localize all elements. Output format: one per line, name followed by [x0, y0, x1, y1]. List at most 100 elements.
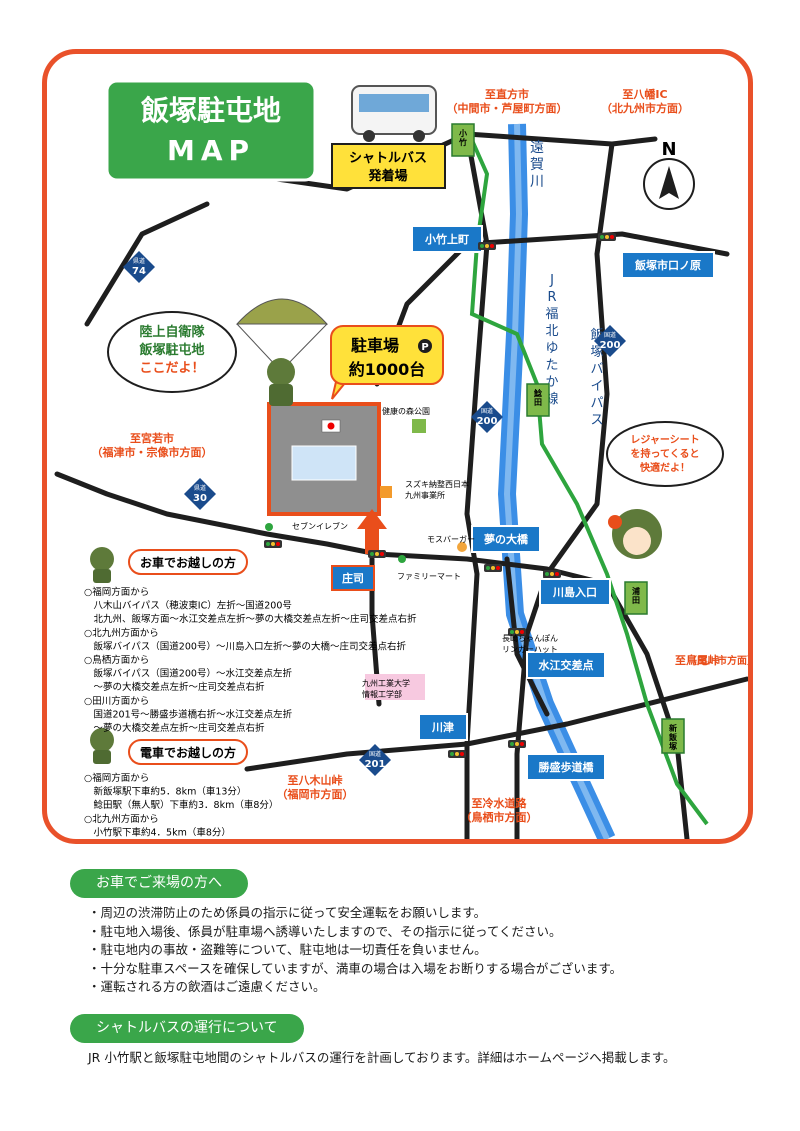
section-heading-car: お車でご来場の方へ [70, 869, 248, 898]
section-heading-shuttle: シャトルバスの運行について [70, 1014, 304, 1043]
place-shomori: 勝盛歩道橋 [526, 753, 606, 781]
dir-nogata-sub: （中間市・芦屋町方面） [447, 101, 568, 115]
place-kawashima-iriguchi: 川島入口 [539, 578, 611, 606]
parking-p-mark: P [421, 342, 428, 353]
traffic-light-icon [508, 628, 526, 636]
svg-text:遠: 遠 [530, 140, 544, 156]
traffic-light-icon [484, 564, 502, 572]
svg-text:ファミリーマート: ファミリーマート [397, 572, 461, 581]
car-note-item: ・周辺の渋滞防止のため係員の指示に従って安全運転をお願いします。 [88, 905, 487, 920]
familymart-icon [398, 555, 406, 563]
place-yume-ohashi: 夢の大橋 [471, 525, 541, 553]
svg-text:九州事業所: 九州事業所 [405, 490, 445, 500]
car-access-list: ○福岡方面から 八木山バイパス（穂波東IC）左折～国道200号 北九州、飯塚方面… [84, 586, 417, 734]
svg-text:田: 田 [632, 596, 640, 605]
svg-text:飯: 飯 [668, 732, 677, 742]
svg-text:74: 74 [132, 266, 146, 277]
base-bubble-line1: 陸上自衛隊 [139, 324, 205, 340]
shuttle-notice: JR 小竹駅と飯塚駐屯地間のシャトルバスの運行を計画しております。詳細はホームペ… [88, 1050, 676, 1065]
map-title-sub: MAP [167, 134, 255, 167]
seven-icon [265, 523, 273, 531]
place-mizue-kousaten: 水江交差点 [526, 651, 606, 679]
access-line: 北九州、飯塚方面～水江交差点左折～夢の大橋交差点左折～庄司交差点右折 [84, 613, 417, 625]
train-access-list: ○福岡方面から 新飯塚駅下車約5．8km（車13分） 鯰田駅（無人駅）下車約3．… [84, 772, 278, 838]
svg-text:リンガーハット: リンガーハット [502, 644, 558, 654]
svg-text:J: J [549, 273, 554, 288]
dir-miyawaka-sub: （福津市・宗像市方面） [92, 445, 213, 459]
dir-yahata: 至八幡IC [622, 87, 667, 101]
dir-reisui: 至冷水道路 [472, 796, 528, 810]
svg-text:モスバーガー: モスバーガー [427, 534, 475, 544]
place-shomori-label: 勝盛歩道橋 [539, 760, 595, 774]
svg-text:情報工学部: 情報工学部 [362, 689, 402, 699]
traffic-light-icon [508, 740, 526, 748]
svg-text:国道: 国道 [369, 750, 381, 758]
landmark-seven: セブンイレブン [292, 521, 348, 531]
svg-text:新: 新 [669, 723, 677, 733]
access-line: ○福岡方面から [84, 586, 149, 598]
traffic-light-icon [368, 550, 386, 558]
place-kotake-kami-label: 小竹上町 [424, 232, 469, 246]
access-line: 小竹駅下車約4．5km（車8分） [84, 826, 231, 838]
access-line: ～夢の大橋交差点左折～庄司交差点右折 [84, 681, 265, 693]
place-yume-ohashi-label: 夢の大橋 [484, 532, 529, 546]
traffic-light-icon [264, 540, 282, 548]
car-mascot-icon [90, 547, 114, 583]
svg-text:北: 北 [545, 324, 558, 339]
sheet-bubble-line1: レジャーシート [630, 434, 699, 446]
access-line: ○福岡方面から [84, 772, 149, 784]
car-note-item: ・駐屯地内の事故・盗難等について、駐屯地は一切責任を負いません。 [88, 942, 487, 958]
svg-text:30: 30 [193, 493, 207, 504]
shuttle-label-box [331, 143, 446, 189]
access-line: 鯰田駅（無人駅）下車約3．8km（車8分） [84, 799, 278, 811]
kyutech-icon [365, 674, 425, 700]
area-map: N 飯塚駐屯地 MAP シャトルバス 発着場 至直方市 （中間市・芦屋町方面） … [54, 79, 748, 839]
access-line: 八木山バイパス（穂波東IC）左折～国道200号 [84, 600, 292, 612]
base-bubble-line2: 飯塚駐屯地 [138, 342, 204, 358]
traffic-light-icon [543, 570, 561, 578]
traffic-light-icon [478, 242, 496, 250]
route-shield-r200b: 国道200 [471, 401, 503, 433]
station-urata: 浦田 [624, 581, 648, 615]
access-line: ○鳥栖方面から [84, 654, 149, 666]
entrance-arrow [357, 509, 387, 554]
dir-yagiyama-sub: （福岡市方面） [277, 787, 354, 801]
svg-text:福: 福 [545, 307, 558, 322]
svg-text:県道: 県道 [133, 257, 145, 265]
svg-text:セブンイレブン: セブンイレブン [292, 521, 348, 531]
shuttle-label-2: 発着場 [367, 168, 407, 184]
dir-torio: 至鳥尾峠 [675, 653, 719, 667]
parking-bubble [330, 325, 444, 385]
dir-yagiyama: 至八木山峠 [288, 773, 343, 787]
parking-capacity: 約1000台 [349, 360, 426, 379]
svg-text:スズキ納整西日本: スズキ納整西日本 [405, 479, 469, 489]
route-shield-r201: 国道201 [359, 744, 391, 776]
car-note-item: ・運転される方の飲酒はご遠慮ください。 [88, 979, 326, 995]
svg-text:鯰: 鯰 [533, 388, 543, 398]
svg-text:九州工業大学: 九州工業大学 [362, 678, 410, 688]
svg-text:バ: バ [590, 362, 603, 377]
svg-text:田: 田 [534, 398, 542, 407]
shuttle-label: シャトルバス [349, 151, 427, 166]
sheet-bubble-line3: 快適だよ！ [639, 461, 690, 474]
svg-text:201: 201 [365, 759, 386, 770]
svg-text:塚: 塚 [590, 345, 603, 360]
svg-text:200: 200 [600, 340, 621, 351]
place-kotake-kami: 小竹上町 [411, 225, 483, 253]
car-note-item: ・駐屯地入場後、係員が駐車場へ誘導いたしますので、その指示に従ってください。 [88, 923, 562, 939]
parking-label: 駐車場 [351, 336, 399, 355]
map-frame: N 飯塚駐屯地 MAP シャトルバス 発着場 至直方市 （中間市・芦屋町方面） … [42, 49, 753, 844]
place-mizue-kousaten-label: 水江交差点 [539, 658, 594, 672]
svg-text:R: R [547, 290, 556, 305]
base-bubble [107, 311, 237, 393]
place-shoji: 庄司 [331, 565, 375, 591]
svg-text:健康の森公園: 健康の森公園 [382, 406, 430, 416]
map-title: 飯塚駐屯地 [141, 94, 281, 127]
traffic-light-icon [598, 233, 616, 241]
traffic-light-icon [448, 750, 466, 758]
svg-text:県道: 県道 [194, 484, 206, 492]
